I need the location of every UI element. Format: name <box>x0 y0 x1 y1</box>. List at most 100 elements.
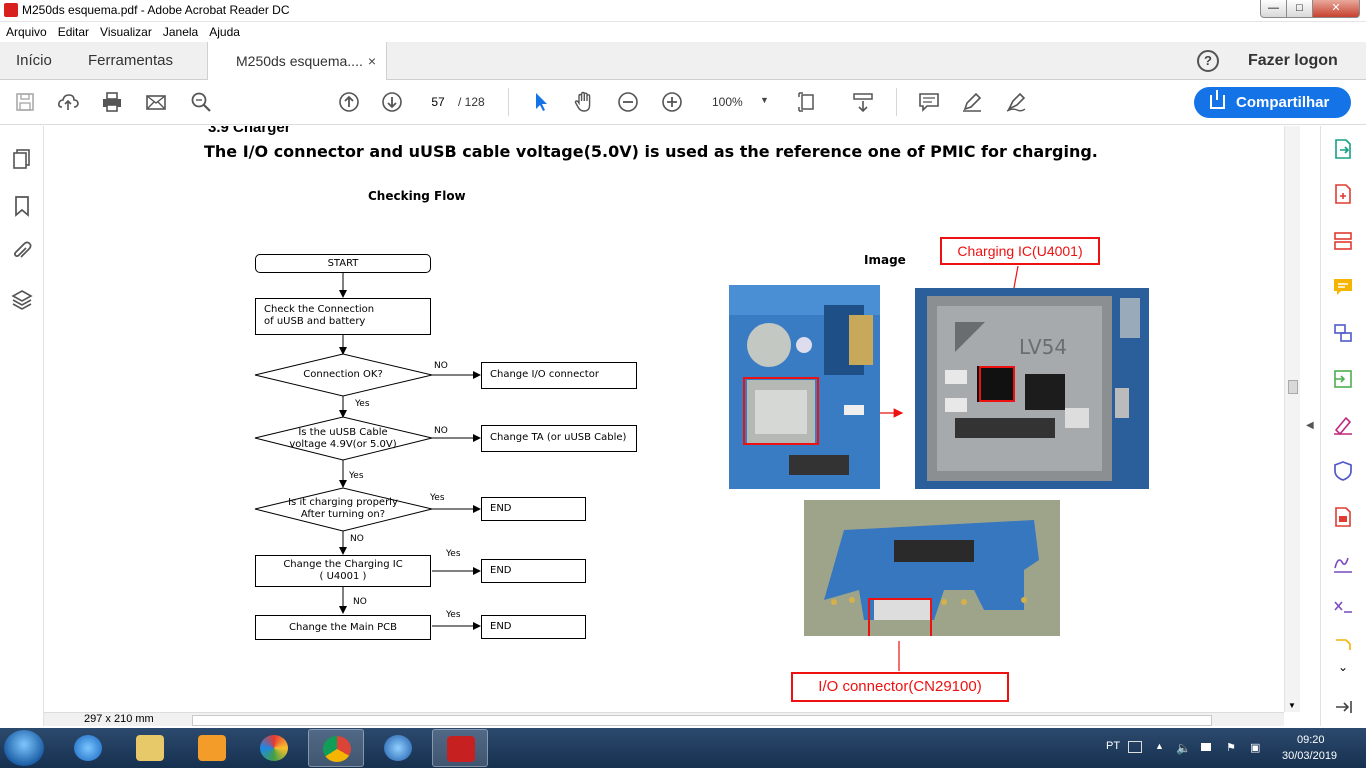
comment-icon[interactable] <box>918 91 940 113</box>
email-icon[interactable] <box>145 91 167 113</box>
clock-date[interactable]: 30/03/2019 <box>1282 750 1338 762</box>
maximize-button[interactable]: □ <box>1286 0 1313 18</box>
attachment-icon[interactable] <box>11 240 33 262</box>
flag-icon[interactable]: ⚑ <box>1226 742 1236 754</box>
create-pdf-icon[interactable] <box>1332 183 1354 205</box>
chip-marking: LV54 <box>1019 335 1067 359</box>
tray-expand-icon[interactable]: ▲ <box>1155 741 1164 751</box>
acrobat-app-icon <box>4 3 18 17</box>
sign-icon[interactable] <box>1005 91 1027 113</box>
highlight-pen-icon[interactable] <box>961 91 983 113</box>
taskbar-security[interactable] <box>370 729 426 767</box>
page-thumbnails-icon[interactable] <box>11 148 33 170</box>
taskbar-internet-explorer[interactable] <box>60 729 116 767</box>
fill-sign-icon[interactable] <box>1332 414 1354 436</box>
taskbar-paint[interactable] <box>246 729 302 767</box>
collapse-right-arrow-icon[interactable]: ◀ <box>1306 420 1314 431</box>
login-link[interactable]: Fazer logon <box>1248 52 1338 69</box>
menu-ajuda[interactable]: Ajuda <box>209 25 240 39</box>
protect-icon[interactable] <box>1332 460 1354 482</box>
tab-document-label: M250ds esquema.... <box>236 53 363 69</box>
flow-label-no: NO <box>434 426 448 436</box>
menu-janela[interactable]: Janela <box>162 25 199 39</box>
zoom-level[interactable]: 100% <box>712 95 743 109</box>
flow-title: Checking Flow <box>368 189 466 203</box>
clock-time[interactable]: 09:20 <box>1297 734 1325 746</box>
page-number-input[interactable] <box>424 93 452 111</box>
language-indicator[interactable]: PT <box>1106 740 1121 752</box>
flow-end: END <box>481 615 586 639</box>
media-player-icon <box>198 735 226 761</box>
help-icon[interactable]: ? <box>1197 50 1219 72</box>
save-icon[interactable] <box>14 91 36 113</box>
page-up-icon[interactable] <box>338 91 360 113</box>
taskbar-file-explorer[interactable] <box>122 729 178 767</box>
print-icon[interactable] <box>101 91 123 113</box>
tab-close-icon[interactable]: × <box>367 53 376 69</box>
taskbar-acrobat[interactable] <box>432 729 488 767</box>
menu-visualizar[interactable]: Visualizar <box>100 25 152 39</box>
flow-q-voltage: Is the uUSB Cable voltage 4.9V(or 5.0V) <box>289 427 397 450</box>
minimize-button[interactable]: — <box>1260 0 1287 18</box>
paint-icon <box>260 735 288 761</box>
document-view: 3.9 Charger The I/O connector and uUSB c… <box>44 126 1284 712</box>
menu-arquivo[interactable]: Arquivo <box>6 25 47 39</box>
folder-icon <box>136 735 164 761</box>
export-pdf-icon[interactable] <box>1332 138 1354 160</box>
toolbar-divider <box>508 88 509 116</box>
flow-label-no: NO <box>434 361 448 371</box>
tab-document[interactable]: M250ds esquema.... × <box>207 42 387 81</box>
taskbar: PT ▲ 🔈 ⚑ ▣ 09:20 30/03/2019 <box>0 728 1366 768</box>
edit-pdf-icon[interactable] <box>1332 230 1354 252</box>
hand-tool-icon[interactable] <box>573 91 595 113</box>
share-button[interactable]: Compartilhar <box>1194 87 1351 118</box>
organize-pages-icon[interactable] <box>1332 368 1354 390</box>
keyboard-icon[interactable] <box>1128 741 1142 753</box>
chevron-down-icon[interactable]: ▼ <box>760 95 769 105</box>
vertical-scrollbar[interactable]: ▼ <box>1284 126 1300 712</box>
horizontal-scrollbar[interactable] <box>192 715 1212 726</box>
more-tools-icon[interactable] <box>1332 638 1354 660</box>
page-fit-icon[interactable] <box>797 91 819 113</box>
chevron-down-icon[interactable]: ⌄ <box>1337 660 1349 674</box>
globe-icon <box>384 735 412 761</box>
certificates-icon[interactable] <box>1332 596 1354 618</box>
flow-change-io-connector: Change I/O connector <box>481 362 637 389</box>
action-center-icon[interactable]: ▣ <box>1250 742 1261 754</box>
send-for-review-icon[interactable] <box>1332 506 1354 528</box>
network-icon[interactable] <box>1201 741 1211 751</box>
status-bar: 297 x 210 mm <box>44 712 1284 726</box>
tab-tools[interactable]: Ferramentas <box>88 52 174 69</box>
menu-editar[interactable]: Editar <box>57 25 90 39</box>
toolbar-divider <box>896 88 897 116</box>
combine-files-icon[interactable] <box>1332 322 1354 344</box>
start-button[interactable] <box>4 730 44 766</box>
bookmark-icon[interactable] <box>11 195 33 217</box>
signature-icon[interactable] <box>1332 552 1354 574</box>
tab-home[interactable]: Início <box>16 52 52 69</box>
taskbar-media-player[interactable] <box>184 729 240 767</box>
taskbar-chrome[interactable] <box>308 729 364 767</box>
upload-cloud-icon[interactable] <box>57 91 79 113</box>
scroll-mode-icon[interactable] <box>852 91 874 113</box>
zoom-in-icon[interactable] <box>661 91 683 113</box>
zoom-out-icon[interactable] <box>617 91 639 113</box>
page-total: / 128 <box>458 95 485 109</box>
select-cursor-icon[interactable] <box>530 91 552 113</box>
volume-icon[interactable]: 🔈 <box>1176 741 1191 755</box>
internet-explorer-icon <box>74 735 102 761</box>
search-icon[interactable] <box>190 91 212 113</box>
flow-q-connection: Connection OK? <box>303 369 383 380</box>
expand-pane-icon[interactable] <box>1332 696 1354 718</box>
page-down-icon[interactable] <box>381 91 403 113</box>
close-button[interactable]: ✕ <box>1312 0 1360 18</box>
flow-label-yes: Yes <box>446 610 461 620</box>
acrobat-icon <box>447 736 475 762</box>
layers-icon[interactable] <box>11 289 33 311</box>
scroll-down-arrow-icon[interactable]: ▼ <box>1288 701 1296 710</box>
chrome-icon <box>323 736 351 762</box>
section-description: The I/O connector and uUSB cable voltage… <box>204 142 1098 161</box>
comment-tool-icon[interactable] <box>1332 276 1354 298</box>
flow-label-yes: Yes <box>446 549 461 559</box>
scrollbar-thumb[interactable] <box>1288 380 1298 394</box>
